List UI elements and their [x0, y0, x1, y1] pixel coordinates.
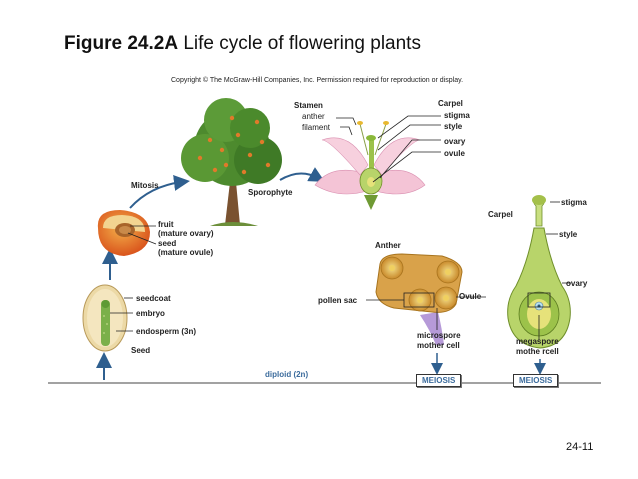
label-anther-section: Anther [375, 241, 401, 250]
label-fruit-detail: (mature ovary) [158, 229, 214, 238]
page-number: 24-11 [566, 441, 594, 453]
label-seed-detail: (mature ovule) [158, 248, 214, 257]
label-embryo: embryo [136, 309, 165, 318]
label-stamen: Stamen [294, 101, 323, 110]
label-megaspore-detail: mothe rcell [516, 347, 559, 356]
label-microspore: microspore [417, 331, 461, 340]
label-style-top: style [444, 122, 463, 131]
figure-number: Figure 24.2A [64, 33, 179, 54]
peach-fruit [97, 210, 150, 256]
carpel-leader-lines [538, 201, 571, 340]
label-stigma-right: stigma [561, 198, 587, 207]
anther-cross-section [375, 253, 463, 345]
arrow-to-flower [279, 167, 325, 182]
carpel-right-illustration [507, 195, 571, 349]
label-seed-title: Seed [131, 346, 151, 355]
figure-title: Figure 24.2A Life cycle of flowering pla… [64, 33, 421, 55]
figure-title-text: Life cycle of flowering plants [183, 33, 421, 54]
anther-leader-lines [366, 296, 486, 330]
label-carpel-top: Carpel [438, 99, 463, 108]
label-filament: filament [302, 123, 331, 132]
copyright-notice: Copyright © The McGraw-Hill Companies, I… [171, 77, 464, 84]
label-carpel-right: Carpel [488, 210, 513, 219]
label-fruit: fruit [158, 220, 174, 229]
label-microspore-detail: mother cell [417, 341, 460, 350]
meiosis-box-right: MEIOSIS [513, 374, 559, 387]
label-anther: anther [302, 112, 325, 121]
arrow-mitosis [129, 175, 190, 209]
label-ovule-top: ovule [444, 149, 465, 158]
flower-illustration [314, 121, 426, 210]
fruit-leader-lines [127, 225, 157, 245]
label-mitosis: Mitosis [131, 181, 159, 190]
label-seedcoat: seedcoat [136, 294, 171, 303]
label-endosperm: endosperm (3n) [136, 327, 197, 336]
label-diploid: diploid (2n) [265, 370, 309, 379]
label-ovary-top: ovary [444, 137, 466, 146]
meiosis-box-left: MEIOSIS [416, 374, 462, 387]
label-megaspore: megaspore [516, 337, 559, 346]
label-ovary-right: ovary [566, 279, 588, 288]
label-style-right: style [559, 230, 578, 239]
label-ovule-right: Ovule [459, 292, 482, 301]
sporophyte-tree [181, 98, 282, 226]
seed-leader-lines [110, 297, 133, 332]
label-pollen-sac: pollen sac [318, 296, 358, 305]
flower-leader-lines [336, 115, 441, 183]
label-sporophyte: Sporophyte [248, 188, 293, 197]
seed-illustration [82, 284, 128, 352]
label-stigma-top: stigma [444, 111, 470, 120]
label-seed: seed [158, 239, 177, 248]
